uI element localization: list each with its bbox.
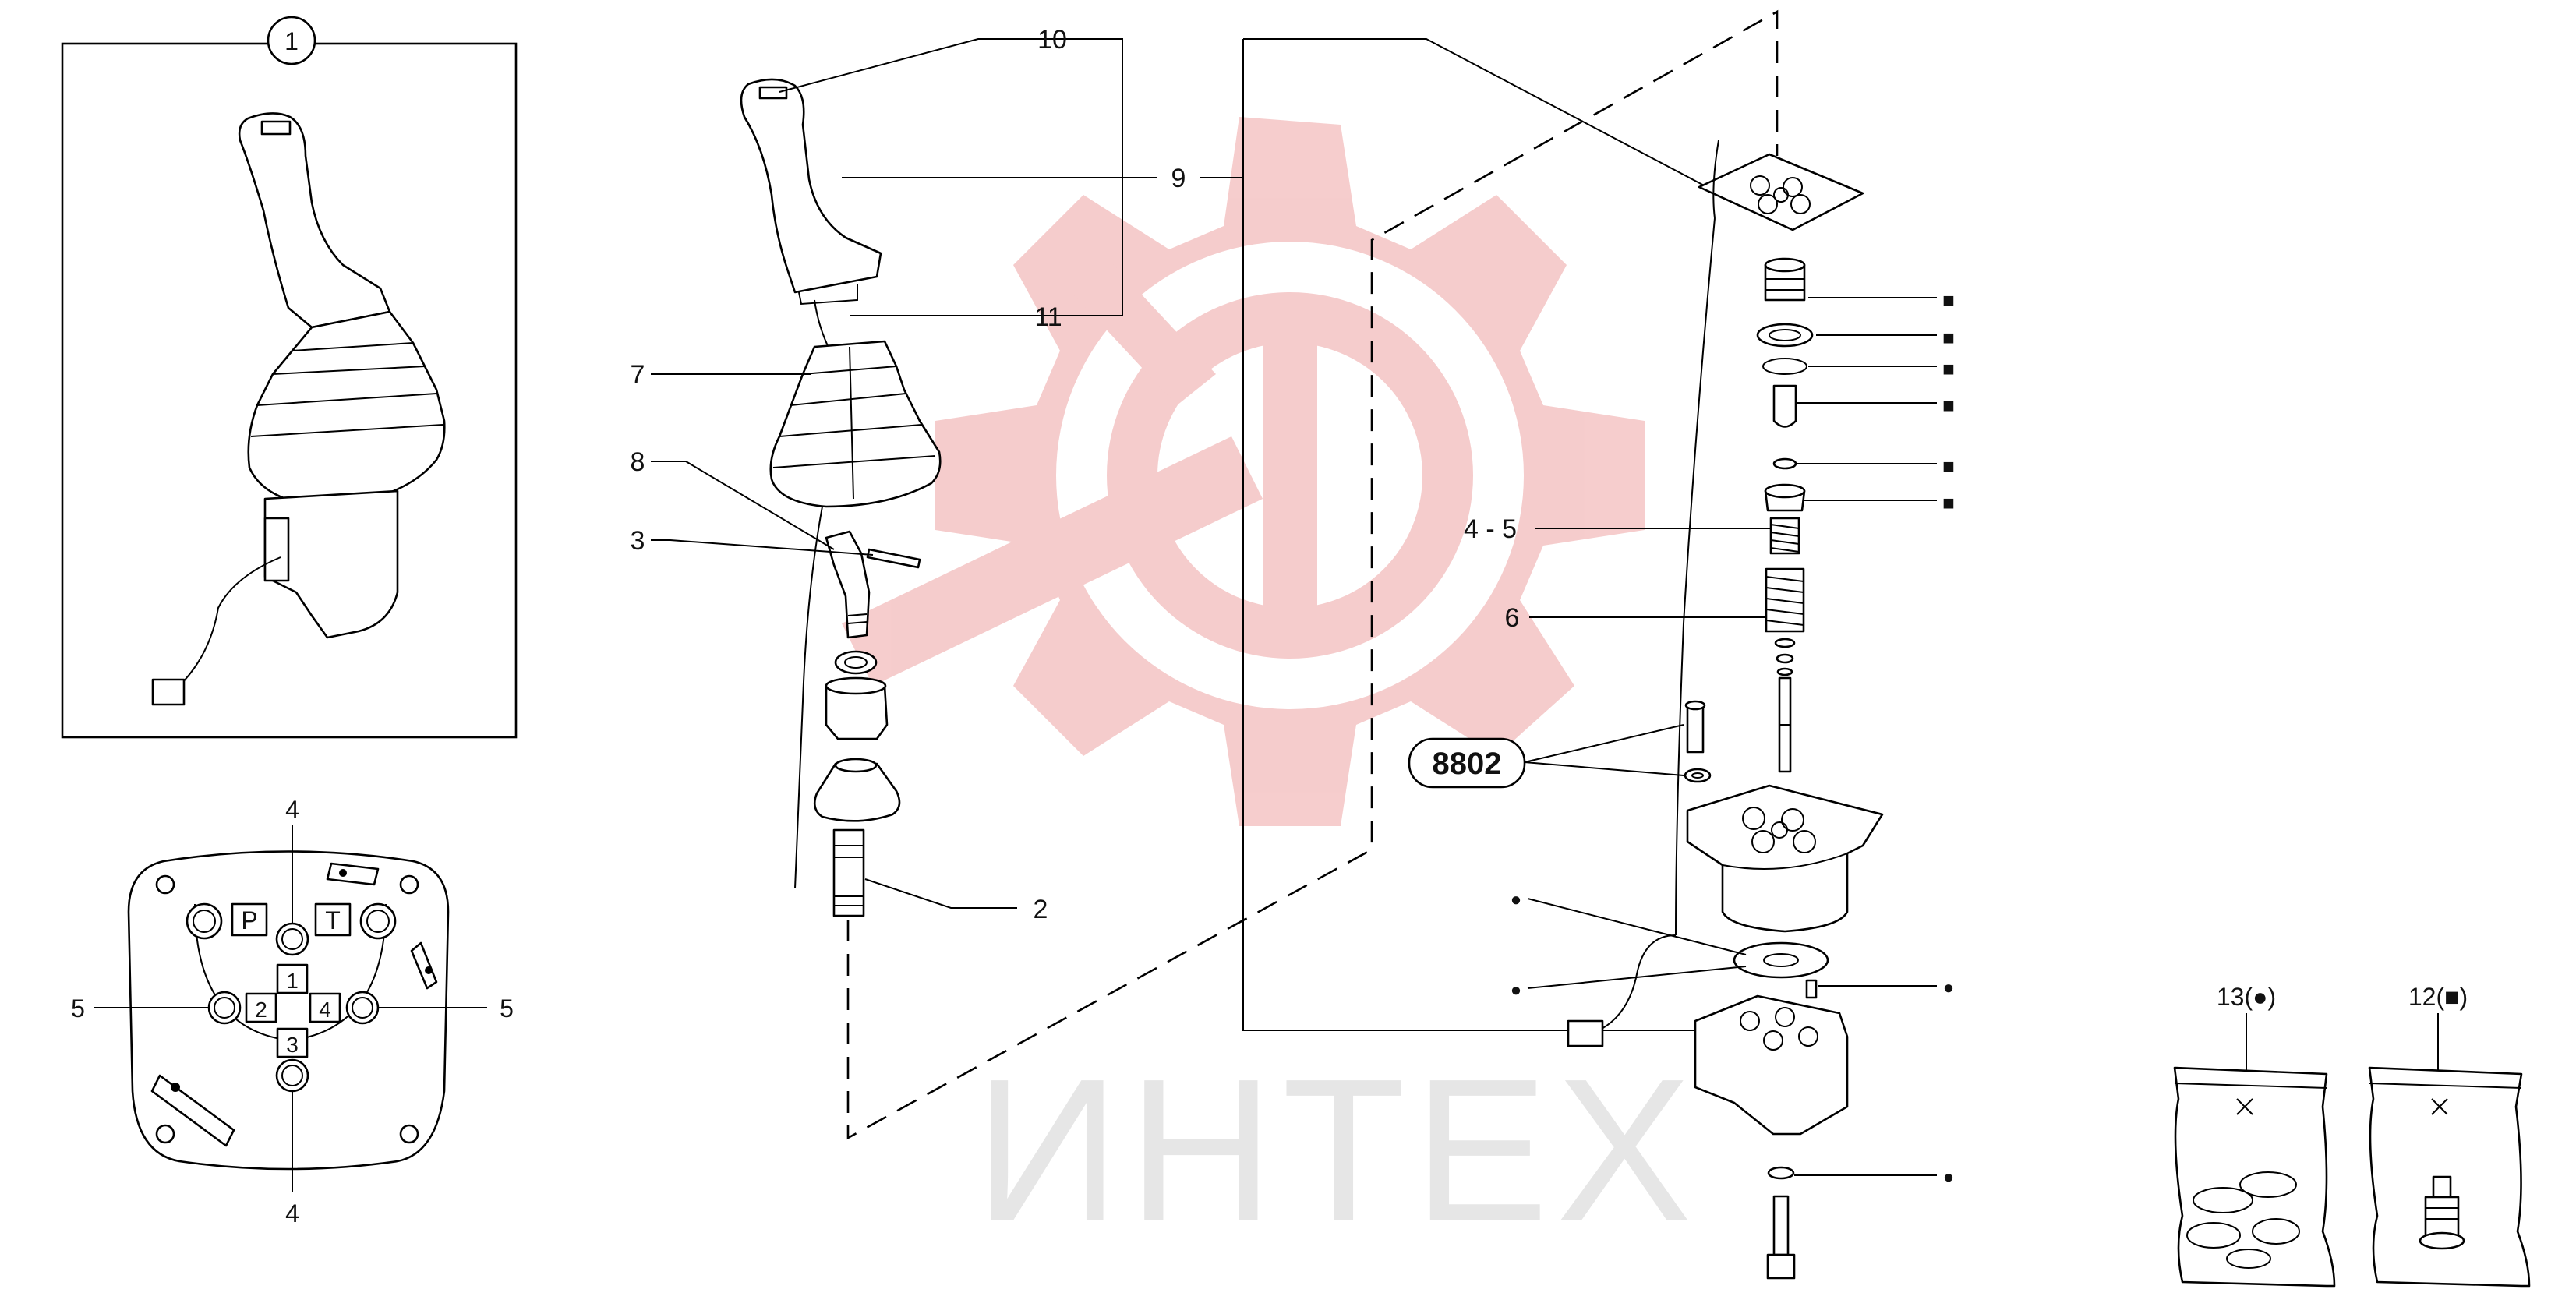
- valve-exploded-view: ■ ■ ■ ■ ■ ■ 4 - 5 6 8802 ● ● ● ●: [1408, 140, 1955, 1280]
- callout-10: 10: [1037, 25, 1067, 55]
- spring-6: [1765, 567, 1805, 633]
- port-4-label: 4: [319, 998, 331, 1022]
- inset-number: 1: [284, 27, 299, 55]
- watermark-text: ИНТЕХ: [974, 1037, 1699, 1263]
- callout-port-right: 5: [500, 994, 514, 1023]
- marker-square-2: ■: [1942, 326, 1955, 349]
- kit-12-label: 12(■): [2408, 983, 2468, 1011]
- watermark-logo: [842, 117, 1645, 826]
- port-p-label: P: [241, 906, 257, 934]
- marker-dot-2: ●: [1511, 980, 1522, 1001]
- callout-8802: 8802: [1433, 747, 1502, 781]
- spring-4-5: [1769, 517, 1800, 555]
- callout-4-5: 4 - 5: [1464, 514, 1517, 544]
- callout-port-left: 5: [71, 994, 85, 1023]
- marker-square-4: ■: [1942, 394, 1955, 417]
- marker-dot-3: ●: [1943, 977, 1955, 998]
- marker-dot-1: ●: [1511, 889, 1522, 910]
- callout-9: 9: [1171, 164, 1186, 193]
- callout-6: 6: [1505, 603, 1520, 633]
- marker-square-1: ■: [1942, 288, 1955, 312]
- port-t-label: T: [325, 906, 341, 934]
- handle-exploded-view: 10 9 11 7 8 3 2: [631, 25, 1243, 924]
- kit-13-label: 13(●): [2217, 983, 2276, 1011]
- port-3-label: 3: [286, 1033, 299, 1057]
- callout-7: 7: [631, 360, 645, 390]
- callout-3: 3: [631, 526, 645, 556]
- inset-assembled-joystick: 1: [61, 16, 518, 739]
- kit-12-bag: 12(■): [2368, 983, 2531, 1288]
- callout-11: 11: [1034, 302, 1062, 332]
- marker-dot-4: ●: [1943, 1167, 1955, 1188]
- port-2-label: 2: [255, 998, 267, 1022]
- marker-square-6: ■: [1942, 491, 1955, 514]
- callout-port-top: 4: [285, 796, 299, 824]
- marker-square-3: ■: [1942, 357, 1955, 380]
- port-layout-view: P T 1 2 3 4 4 4 5 5: [71, 796, 514, 1227]
- assembly-frame-lines: [846, 9, 1779, 1140]
- callout-2: 2: [1034, 895, 1048, 924]
- callout-8: 8: [631, 447, 645, 477]
- marker-square-5: ■: [1942, 454, 1955, 478]
- port-1-label: 1: [286, 969, 299, 993]
- callout-port-bottom: 4: [285, 1199, 299, 1227]
- kit-13-bag: 13(●): [2173, 983, 2336, 1288]
